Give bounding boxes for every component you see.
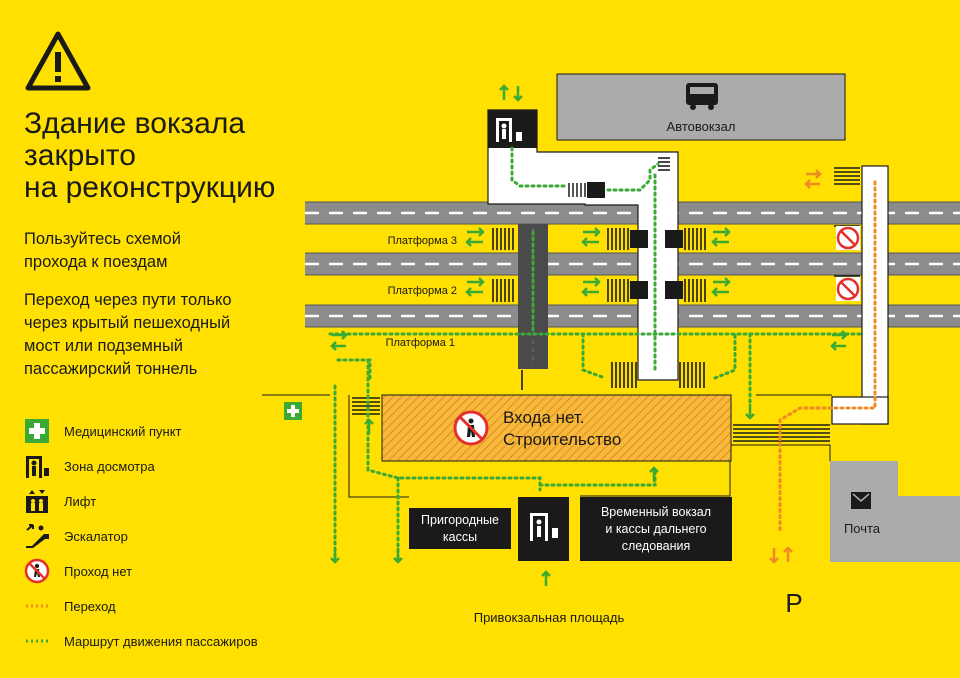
platform-3-label: Платформа 3 — [388, 235, 457, 247]
pedestrian-bridge — [487, 109, 679, 381]
temp-station-label-3: следования — [622, 539, 691, 553]
green-dotted-line-icon — [24, 628, 54, 654]
temporary-station — [580, 497, 732, 561]
orange-dotted-line-icon — [24, 593, 54, 619]
legend-label: Проход нет — [64, 563, 133, 579]
escalator-steps — [568, 183, 586, 197]
legend-item-escalator: Эскалатор — [24, 523, 128, 549]
construction-label-2: Строительство — [503, 430, 621, 449]
parking-label: P — [785, 588, 802, 618]
platform-1-label: Платформа 1 — [386, 337, 455, 349]
railway-tracks — [305, 201, 960, 328]
legend-item-screening: Зона досмотра — [24, 453, 155, 479]
legend-label: Эскалатор — [64, 528, 128, 544]
legend-label: Лифт — [64, 493, 97, 509]
station-building-construction — [381, 394, 732, 462]
construction-label-1: Входа нет. — [503, 408, 585, 427]
legend-label: Переход — [64, 598, 116, 614]
crossing-arrows — [769, 169, 822, 564]
bus-icon — [686, 83, 718, 110]
page-title: Здание вокзала закрыто на реконструкцию — [24, 107, 276, 204]
medical-cross-icon — [284, 402, 302, 420]
security-screening-icon — [496, 118, 522, 142]
warning-icon — [24, 30, 92, 97]
no-entry-icon — [453, 410, 489, 446]
info-text-scheme: Пользуйтесь схемой прохода к поездам — [24, 230, 181, 271]
suburban-label-1: Пригородные — [421, 513, 499, 527]
escalator-icon — [24, 523, 54, 549]
legend-item-medical: Медицинский пункт — [24, 418, 181, 444]
legend-label: Маршрут движения пассажиров — [64, 633, 258, 649]
legend-label: Зона досмотра — [64, 458, 155, 474]
post-office-label: Почта — [844, 521, 881, 536]
mailbox-icon — [851, 492, 871, 509]
no-entry-icon — [836, 226, 860, 301]
info-text-crossing: Переход через пути только через крытый п… — [24, 291, 232, 378]
entrance-screening-zone — [518, 497, 569, 561]
suburban-label-2: кассы — [443, 530, 477, 544]
stair-steps — [352, 157, 860, 442]
platform-2-label: Платформа 2 — [388, 285, 457, 297]
station-square-label: Привокзальная площадь — [474, 610, 625, 625]
temp-station-label-2: и кассы дальнего — [605, 522, 706, 536]
legend-label: Медицинский пункт — [64, 423, 182, 439]
legend-item-no-entry: Проход нет — [24, 558, 132, 584]
crossing-route — [778, 180, 877, 532]
suburban-ticket-office — [409, 508, 511, 549]
legend-item-route: Маршрут движения пассажиров — [24, 628, 258, 654]
elevator-icon — [24, 488, 54, 514]
security-screening-icon — [530, 513, 558, 541]
elevator-icon — [630, 230, 648, 299]
no-entry-icon — [24, 558, 54, 584]
bus-station-label: Автовокзал — [667, 119, 736, 134]
temp-station-label-1: Временный вокзал — [601, 505, 711, 519]
route-arrows — [330, 84, 848, 586]
medical-cross-icon — [24, 418, 54, 444]
escalator-icon — [587, 182, 683, 299]
legend-item-crossing: Переход — [24, 593, 116, 619]
legend-item-elevator: Лифт — [24, 488, 96, 514]
passenger-route — [328, 146, 862, 562]
security-screening-icon — [24, 453, 54, 479]
